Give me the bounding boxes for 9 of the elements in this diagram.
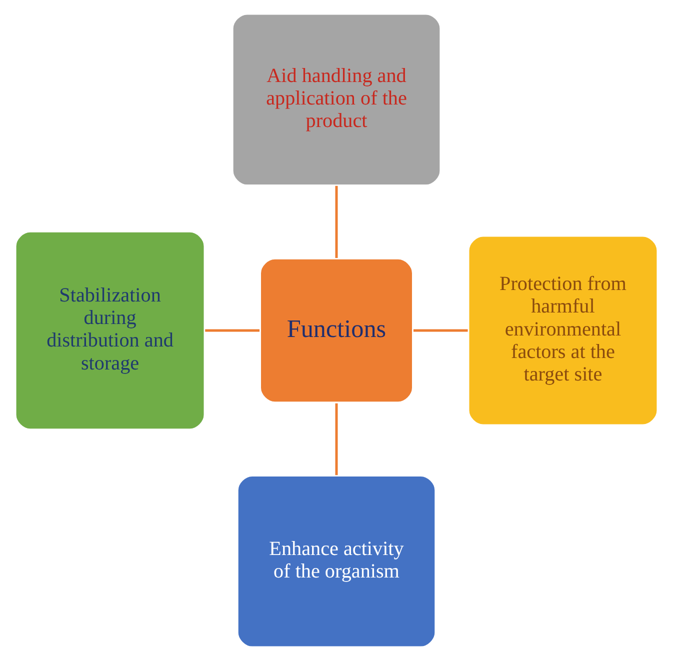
connector (335, 186, 338, 258)
node-box: Protection from harmful environmental factors at the target site (466, 234, 660, 427)
connector (205, 329, 260, 332)
connector (335, 403, 338, 476)
node-box: Functions (258, 256, 414, 404)
node-box: Aid handling and application of the product (230, 12, 442, 188)
connector (413, 329, 468, 332)
node-box: Enhance activity of the organism (236, 474, 438, 649)
node-box: Stabilization during distribution and storage (14, 230, 206, 432)
